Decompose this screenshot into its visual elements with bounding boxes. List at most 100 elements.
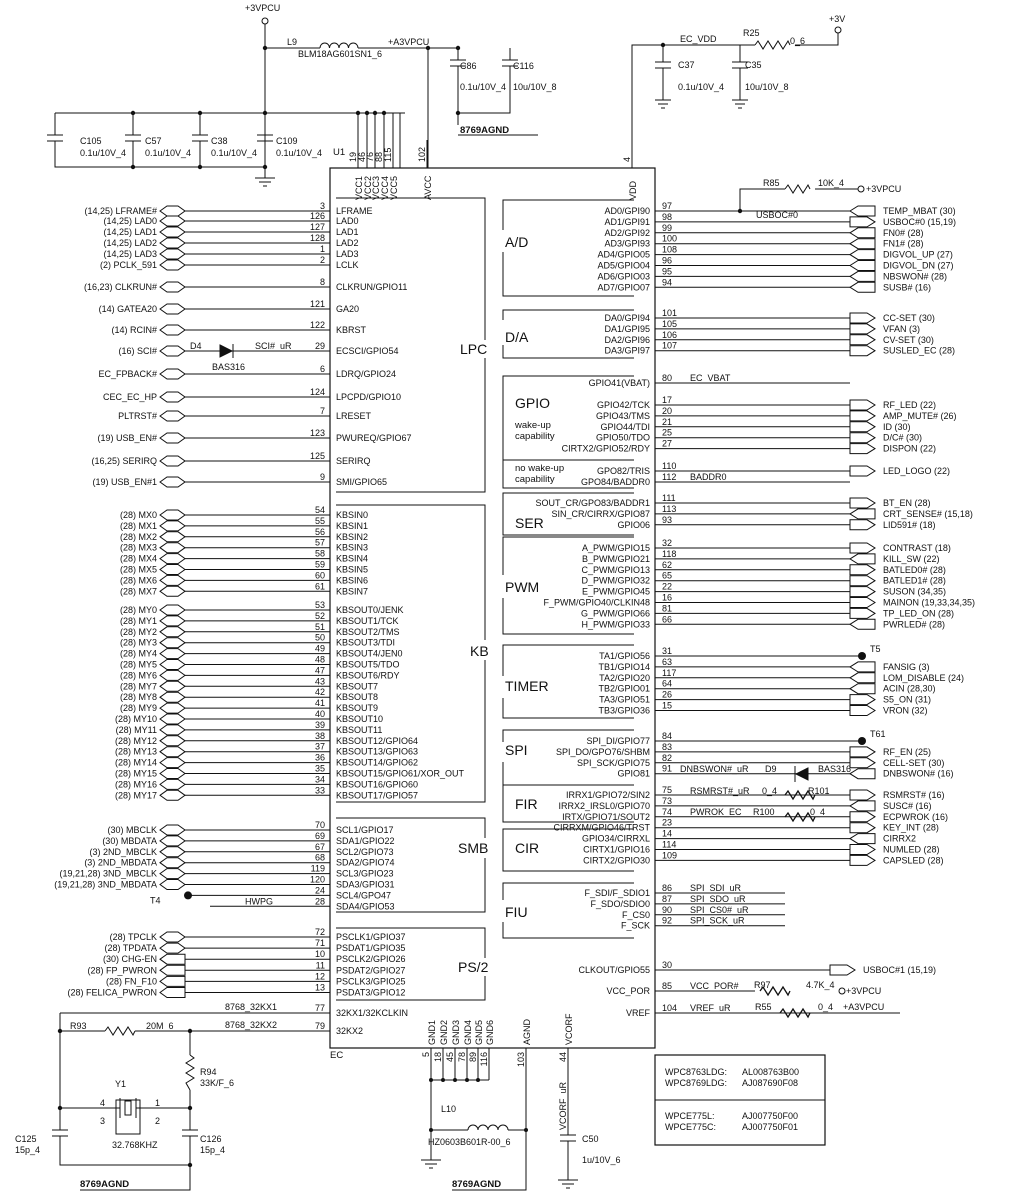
output-port-icon (849, 597, 876, 608)
pin-number: 120 (310, 875, 325, 885)
net-label: SUSLED_EC (28) (883, 346, 955, 356)
pin-name: KBSOUT0/JENK (336, 605, 404, 615)
input-port-icon (849, 618, 876, 630)
net-label: (28) MY7 (120, 681, 157, 691)
part-code: AJ007750F01 (742, 1122, 798, 1132)
net-label: VRON (32) (883, 706, 928, 716)
pin-number: 39 (315, 720, 325, 730)
pin-number: 27 (662, 439, 672, 449)
c125-value: 15p_4 (15, 1145, 40, 1155)
pin-number: 51 (315, 622, 325, 632)
bidirectional-port-icon (159, 368, 186, 380)
pin-number: 118 (662, 549, 676, 559)
pin-number: 38 (315, 731, 325, 741)
net-label: (28) MY12 (115, 736, 157, 746)
pin-name: GPIO06 (617, 520, 650, 530)
pin-name: KBSOUT17/GPIO57 (336, 790, 418, 800)
net-label: NUMLED (28) (883, 845, 940, 855)
net-label: DIGVOL_UP (27) (883, 250, 953, 260)
net-label: MAINON (19,33,34,35) (883, 598, 975, 608)
part-code: AJ087690F08 (742, 1078, 798, 1088)
pin-name: SOUT_CR/GPO83/BADDR1 (535, 498, 650, 508)
net-label: (28) MX2 (120, 532, 157, 542)
r97-ref: R97 (754, 980, 771, 990)
net-label: (28) MX7 (120, 586, 157, 596)
net-label: (14,25) LAD0 (103, 216, 157, 226)
net-label: CC-SET (30) (883, 313, 935, 323)
pin-name: TA1/GPIO56 (599, 651, 650, 661)
pin-number: 32 (662, 538, 672, 548)
pin-name: PSCLK3/GPIO25 (336, 976, 406, 986)
net-label: (14) RCIN# (111, 325, 157, 335)
pin-name: VCORF (564, 1013, 574, 1045)
pin-number: 97 (662, 201, 672, 211)
pin-name: KBSIN4 (336, 554, 368, 564)
r25-resistor-icon (754, 39, 791, 50)
net-label: RSMRST# (16) (883, 790, 945, 800)
pin-name: GND6 (485, 1020, 495, 1045)
input-port-icon (849, 800, 876, 812)
bidirectional-port-icon (159, 476, 186, 488)
net-label: (28) MY6 (120, 670, 157, 680)
pin-name: SPI_DI/GPIO77 (586, 736, 650, 746)
pin-number: 42 (315, 687, 325, 697)
net-label: (16,25) SERIRQ (91, 456, 157, 466)
chip-name: EC (330, 1050, 343, 1061)
pin-number: 80 (662, 373, 672, 383)
pin-number: 35 (315, 764, 325, 774)
pin-number: 20 (662, 406, 672, 416)
group-ser: SER (515, 515, 544, 531)
pin-number: 69 (315, 831, 325, 841)
pin-name: 32KX1/32KCLKIN (336, 1008, 408, 1018)
net-label: KEY_INT (28) (883, 823, 939, 833)
pin-number: 64 (662, 679, 672, 689)
net-label: CONTRAST (18) (883, 543, 951, 553)
d4-diode-icon (219, 344, 234, 358)
pin-name: KBRST (336, 325, 367, 335)
net-label: (19) USB_EN# (97, 433, 157, 443)
input-port-icon (849, 661, 876, 673)
pin-number: 55 (315, 516, 325, 526)
agnd-label-bottom: 8769AGND (452, 1179, 501, 1190)
bidirectional-port-icon (159, 713, 186, 725)
net-label: FN0# (28) (883, 228, 924, 238)
pin-number: 2 (320, 255, 325, 265)
net-label: (28) MX4 (120, 554, 157, 564)
pin-number: 104 (662, 1003, 677, 1013)
output-port-icon (849, 607, 876, 619)
bidirectional-port-icon (159, 942, 186, 954)
net-label: RF_LED (22) (883, 400, 936, 410)
gpio-nowake-2: capability (515, 474, 555, 485)
pin-number: 18 (433, 1052, 443, 1062)
pin-name: KBSIN1 (336, 521, 368, 531)
net-label: USBOC#1 (15,19) (863, 965, 936, 975)
l10-value: HZ0603B601R-00_6 (428, 1137, 511, 1147)
pin-name: SDA4/GPIO53 (336, 901, 395, 911)
net-label: CELL-SET (30) (883, 758, 944, 768)
bidirectional-port-icon (159, 226, 186, 238)
input-port-icon (849, 553, 876, 565)
pin-name: GPIO44/TDI (600, 422, 650, 432)
net-label: (14,25) LAD3 (103, 249, 157, 259)
l10-inductor-icon (467, 1124, 509, 1131)
pin-name: AD3/GPI93 (604, 239, 650, 249)
y1-ref: Y1 (115, 1079, 126, 1089)
bidirectional-port-icon (159, 824, 186, 836)
net-label: S5_ON (31) (883, 695, 931, 705)
ser-bracket (502, 492, 634, 536)
pin-name: PSDAT2/GPIO27 (336, 965, 405, 975)
net-label: (28) MY2 (120, 627, 157, 637)
pin-number: 66 (662, 614, 672, 624)
bidirectional-port-icon (159, 205, 186, 217)
test-point-label: T4 (150, 895, 161, 905)
pin-name: SCL4/GPO47 (336, 890, 391, 900)
pin-name: DA3/GPI97 (604, 346, 650, 356)
pin-number: 124 (310, 387, 325, 397)
pin-number: 108 (662, 245, 677, 255)
test-point-icon (858, 737, 866, 745)
pin-number: 24 (315, 885, 325, 895)
output-port-icon (829, 964, 856, 976)
output-port-icon (849, 334, 876, 346)
input-port-icon (849, 227, 876, 239)
pin-number: 3 (320, 201, 325, 211)
